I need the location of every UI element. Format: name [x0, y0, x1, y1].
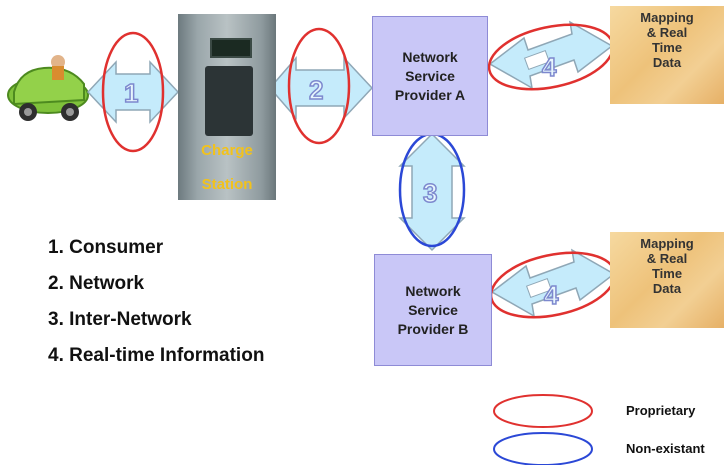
provider-b-box: Network Service Provider B — [374, 254, 492, 366]
arrow-number-4-bottom: 4 — [544, 280, 559, 310]
charge-station-label-1: Charge — [201, 142, 253, 159]
arrow-number-2: 2 — [309, 75, 323, 105]
map-bottom-line3: Time — [651, 266, 683, 281]
arrow-inter-network: 3 — [398, 132, 466, 252]
provider-b-line3: Provider B — [397, 320, 469, 337]
legend-nonexistant-swatch — [493, 432, 593, 465]
arrow-realtime-top: 4 — [487, 20, 615, 91]
interface-list: 1. Consumer 2. Network 3. Inter-Network … — [48, 230, 264, 374]
charge-station-screen — [210, 38, 252, 58]
charge-station-connector — [205, 66, 253, 136]
map-top-line4: Data — [652, 55, 682, 70]
map-top-line1: Mapping — [640, 10, 694, 25]
arrow-consumer: 1 — [86, 31, 180, 153]
list-item-inter-network: 3. Inter-Network — [48, 309, 192, 330]
arrow-network: 2 — [269, 27, 374, 145]
provider-b-line2: Service — [408, 301, 458, 318]
map-top-line3: Time — [651, 40, 683, 55]
legend-nonexistant-label: Non-existant — [626, 441, 705, 456]
legend-proprietary-label: Proprietary — [626, 403, 696, 418]
provider-a-line2: Service — [405, 67, 455, 84]
provider-a-line3: Provider A — [394, 86, 466, 103]
legend-proprietary-swatch — [493, 394, 593, 428]
arrow-number-4-top: 4 — [542, 52, 557, 82]
map-image-top: Mapping & Real Time Data — [610, 6, 724, 104]
provider-a-box: Network Service Provider A — [372, 16, 488, 136]
arrow-number-3: 3 — [423, 178, 437, 208]
list-item-realtime: 4. Real-time Information — [48, 345, 265, 366]
arrow-number-1: 1 — [124, 78, 138, 108]
provider-a-line1: Network — [402, 48, 458, 65]
arrow-realtime-bottom: 4 — [489, 248, 617, 319]
map-top-line2: & Real — [646, 25, 688, 40]
list-item-consumer: 1. Consumer — [48, 237, 164, 258]
map-image-bottom: Mapping & Real Time Data — [610, 232, 724, 328]
charge-station-label-2: Station — [201, 176, 253, 193]
electric-car-icon — [7, 55, 89, 121]
list-item-network: 2. Network — [48, 273, 145, 294]
map-bottom-line4: Data — [652, 281, 682, 296]
map-bottom-line2: & Real — [646, 251, 688, 266]
provider-b-line1: Network — [405, 282, 461, 299]
map-bottom-line1: Mapping — [640, 236, 694, 251]
